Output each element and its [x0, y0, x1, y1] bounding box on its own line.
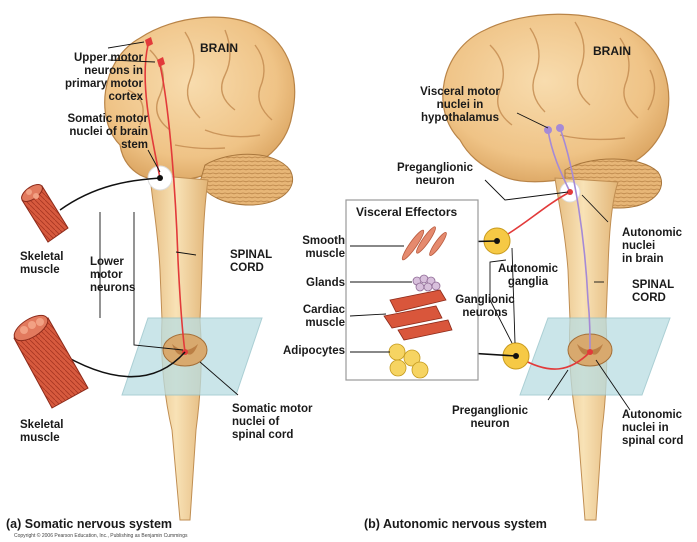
panel-a-somatic: BRAIN Upper motor neurons in primary mot…: [6, 17, 313, 539]
cerebellum-a: [200, 154, 293, 205]
svg-text:Autonomic: Autonomic: [498, 263, 559, 275]
svg-text:Visceral motor: Visceral motor: [420, 86, 500, 98]
label-upper-motor-neurons: Upper motor neurons in primary motor cor…: [65, 52, 144, 103]
svg-text:ganglia: ganglia: [508, 276, 549, 288]
svg-text:Preganglionic: Preganglionic: [397, 162, 474, 174]
label-preganglionic-bottom: Preganglionic neuron: [452, 405, 529, 430]
svg-text:cortex: cortex: [108, 91, 143, 103]
svg-text:spinal cord: spinal cord: [232, 429, 293, 441]
svg-text:Cardiac: Cardiac: [303, 304, 346, 316]
svg-text:Lower: Lower: [90, 256, 124, 268]
label-autonomic-brain: Autonomic nuclei in brain: [622, 227, 683, 265]
svg-text:nuclei in: nuclei in: [622, 422, 669, 434]
label-smooth-muscle: Smooth muscle: [302, 235, 345, 260]
svg-text:muscle: muscle: [20, 264, 60, 276]
svg-text:muscle: muscle: [305, 317, 345, 329]
visceral-effectors-box: Visceral Effectors: [346, 200, 478, 380]
svg-text:Autonomic: Autonomic: [622, 409, 683, 421]
svg-text:Smooth: Smooth: [302, 235, 345, 247]
label-brain-a: BRAIN: [200, 41, 238, 55]
svg-text:in brain: in brain: [622, 253, 664, 265]
label-preganglionic-top: Preganglionic neuron: [397, 162, 474, 187]
label-brain-b: BRAIN: [593, 44, 631, 58]
label-spinal-cord-a: SPINAL CORD: [230, 249, 272, 274]
svg-text:muscle: muscle: [20, 432, 60, 444]
svg-text:SPINAL: SPINAL: [230, 249, 272, 261]
svg-text:primary motor: primary motor: [65, 78, 143, 90]
svg-text:CORD: CORD: [632, 292, 666, 304]
svg-text:muscle: muscle: [305, 248, 345, 260]
svg-text:neuron: neuron: [471, 418, 510, 430]
caption-a: (a) Somatic nervous system: [6, 517, 172, 531]
label-skeletal-muscle-bottom: Skeletal muscle: [20, 419, 63, 444]
caption-b: (b) Autonomic nervous system: [364, 517, 547, 531]
label-cardiac-muscle: Cardiac muscle: [303, 304, 346, 329]
label-autonomic-ganglia: Autonomic ganglia: [498, 263, 559, 288]
visceral-effectors-title: Visceral Effectors: [356, 205, 457, 219]
svg-text:Upper motor: Upper motor: [74, 52, 144, 64]
copyright: Copyright © 2006 Pearson Education, Inc.…: [14, 532, 188, 539]
svg-text:spinal cord: spinal cord: [622, 435, 683, 447]
svg-text:Preganglionic: Preganglionic: [452, 405, 529, 417]
svg-text:Skeletal: Skeletal: [20, 419, 63, 431]
svg-text:hypothalamus: hypothalamus: [421, 112, 499, 124]
label-lower-motor-neurons: Lower motor neurons: [90, 256, 135, 294]
svg-text:neuron: neuron: [416, 175, 455, 187]
skeletal-muscle-bottom: [10, 310, 88, 408]
label-somatic-spinal: Somatic motor nuclei of spinal cord: [232, 403, 313, 441]
label-skeletal-muscle-top: Skeletal muscle: [20, 251, 63, 276]
svg-text:Skeletal: Skeletal: [20, 251, 63, 263]
svg-text:stem: stem: [121, 139, 148, 151]
svg-text:neurons: neurons: [90, 282, 135, 294]
label-glands: Glands: [306, 277, 345, 289]
svg-text:Ganglionic: Ganglionic: [455, 294, 515, 306]
label-ganglionic-neurons: Ganglionic neurons: [455, 294, 515, 319]
label-adipocytes: Adipocytes: [283, 345, 345, 357]
svg-text:Somatic motor: Somatic motor: [232, 403, 313, 415]
svg-text:SPINAL: SPINAL: [632, 279, 674, 291]
label-autonomic-spinal: Autonomic nuclei in spinal cord: [622, 409, 683, 447]
label-somatic-brainstem: Somatic motor nuclei of brain stem: [67, 113, 148, 151]
svg-text:nuclei of: nuclei of: [232, 416, 279, 428]
svg-text:nuclei: nuclei: [622, 240, 655, 252]
svg-text:neurons in: neurons in: [84, 65, 143, 77]
svg-text:neurons: neurons: [462, 307, 507, 319]
label-spinal-cord-b: SPINAL CORD: [632, 279, 674, 304]
svg-text:Somatic motor: Somatic motor: [67, 113, 148, 125]
svg-text:nuclei in: nuclei in: [437, 99, 484, 111]
svg-text:Autonomic: Autonomic: [622, 227, 683, 239]
skeletal-muscle-top: [19, 181, 68, 242]
svg-text:motor: motor: [90, 269, 123, 281]
panel-b-autonomic: Visceral Effectors: [283, 14, 683, 531]
svg-text:CORD: CORD: [230, 262, 264, 274]
svg-text:nuclei of brain: nuclei of brain: [69, 126, 148, 138]
